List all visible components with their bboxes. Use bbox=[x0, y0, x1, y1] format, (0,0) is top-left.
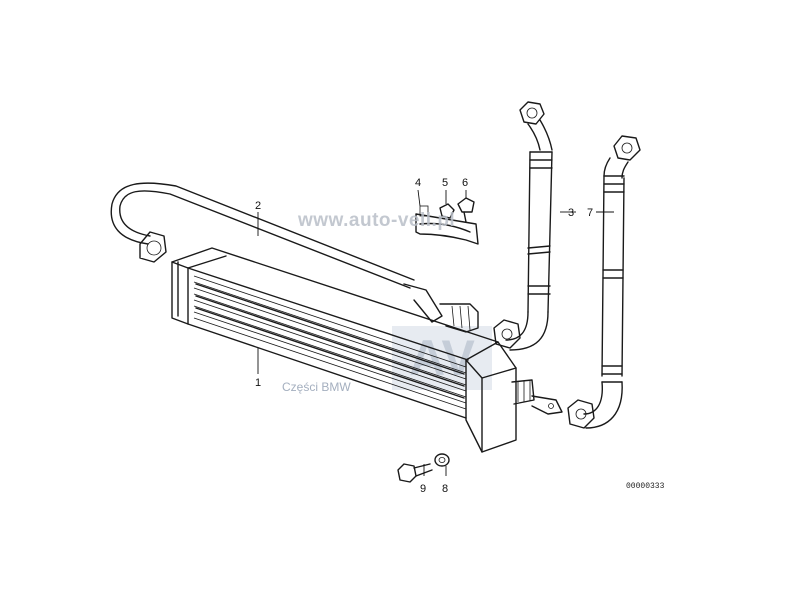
callout-9: 9 bbox=[420, 483, 426, 495]
callout-1: 1 bbox=[255, 377, 261, 389]
oil-hose-3 bbox=[493, 101, 553, 351]
diagram-reference-number: 00000333 bbox=[626, 482, 665, 491]
callout-3: 3 bbox=[568, 207, 574, 219]
watermark-subtitle: Części BMW bbox=[282, 380, 351, 394]
bolt-9 bbox=[397, 463, 433, 483]
washer-8 bbox=[434, 453, 450, 467]
bracket-assembly bbox=[415, 205, 479, 245]
callout-4: 4 bbox=[415, 177, 421, 189]
callout-2: 2 bbox=[255, 200, 261, 212]
callout-8: 8 bbox=[442, 483, 448, 495]
oil-line-upper bbox=[110, 182, 479, 333]
callout-5: 5 bbox=[442, 177, 448, 189]
callout-7: 7 bbox=[587, 207, 593, 219]
leader-lines bbox=[257, 189, 614, 476]
bolt-6 bbox=[457, 197, 475, 223]
oil-hose-7 bbox=[567, 135, 641, 429]
callout-6: 6 bbox=[462, 177, 468, 189]
watermark-url: www.auto-vell.pl bbox=[297, 210, 455, 231]
nut-5 bbox=[439, 203, 455, 219]
oil-cooler bbox=[171, 247, 563, 453]
callout-labels: 2 1 3 7 4 5 6 9 8 bbox=[255, 177, 593, 495]
cooler-fins bbox=[193, 275, 467, 410]
